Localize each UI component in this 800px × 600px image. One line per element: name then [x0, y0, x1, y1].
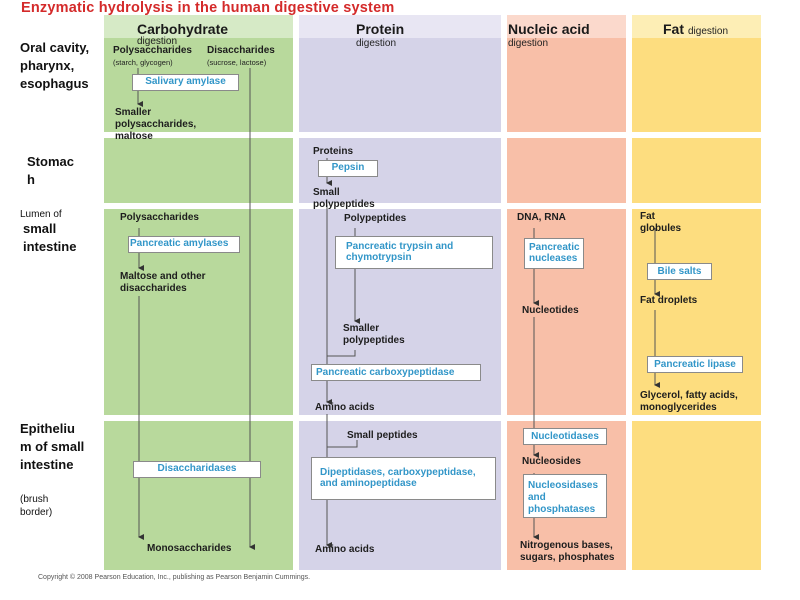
- enzyme-pancreatic-carboxypeptidase: Pancreatic carboxypeptidase: [311, 364, 481, 381]
- header-protein: [299, 15, 501, 38]
- cell-nucleic-stomach: [507, 138, 626, 203]
- label-small-polypeptides: Small polypeptides: [313, 187, 375, 210]
- enzyme-salivary-amylase: Salivary amylase: [132, 74, 239, 91]
- cell-protein-oral: [299, 38, 501, 132]
- label-fat-globules: Fat globules: [640, 211, 682, 234]
- enzyme-pancreatic-lipase: Pancreatic lipase: [647, 356, 743, 373]
- label-amino-acids-lumen: Amino acids: [315, 402, 375, 413]
- enzyme-pepsin: Pepsin: [318, 160, 378, 177]
- row-label-stomach: Stomac h: [27, 154, 74, 187]
- enzyme-dipeptidases: Dipeptidases, carboxypeptidase, and amin…: [311, 457, 496, 500]
- row-label-epithelium-small: (brush border): [20, 494, 53, 518]
- label-nucleosides: Nucleosides: [522, 456, 581, 467]
- enzyme-nucleosidases: Nucleosidases and phosphatases: [523, 474, 607, 518]
- label-fat-droplets: Fat droplets: [640, 295, 698, 306]
- enzyme-pancreatic-nucleases: Pancreatic nucleases: [524, 238, 584, 269]
- enzyme-bile-salts: Bile salts: [647, 263, 712, 280]
- enzyme-trypsin-chymotrypsin: Pancreatic trypsin and chymotrypsin: [335, 236, 493, 269]
- cell-carb-epithelium: [104, 421, 293, 570]
- label-polysaccharides: Polysaccharides: [113, 45, 192, 56]
- column-sub-nucleic: digestion: [508, 38, 549, 49]
- label-small-peptides: Small peptides: [347, 430, 418, 441]
- column-name-nucleic: Nucleic acid: [508, 21, 590, 37]
- header-nucleic: [507, 15, 626, 38]
- cell-fat-oral: [632, 38, 761, 132]
- header-carbohydrate: [104, 15, 293, 38]
- column-sub-fat: digestion: [688, 26, 729, 37]
- column-name-fat: Fat: [663, 21, 684, 37]
- column-name-protein: Protein: [356, 21, 405, 37]
- row-label-epithelium: Epitheliu m of small intestine: [20, 421, 85, 472]
- label-maltose-other: Maltose and other disaccharides: [120, 271, 206, 294]
- label-lumen-polysaccharides: Polysaccharides: [120, 212, 199, 223]
- header-fat: [632, 15, 761, 38]
- label-nucleotides: Nucleotides: [522, 305, 579, 316]
- column-name-carbohydrate: Carbohydrate: [137, 21, 229, 37]
- copyright-notice: Copyright © 2008 Pearson Education, Inc.…: [38, 574, 311, 581]
- enzyme-disaccharidases: Disaccharidases: [133, 461, 261, 478]
- label-amino-acids-epithelium: Amino acids: [315, 544, 375, 555]
- label-proteins: Proteins: [313, 146, 354, 157]
- cell-fat-epithelium: [632, 421, 761, 570]
- column-sub-protein: digestion: [356, 38, 397, 49]
- row-label-oral: Oral cavity, pharynx, esophagus: [20, 40, 90, 91]
- label-fat-products: Glycerol, fatty acids, monoglycerides: [640, 390, 738, 413]
- cell-fat-lumen: [632, 209, 761, 415]
- label-disaccharides-note: (sucrose, lactose): [207, 58, 267, 67]
- label-monosaccharides: Monosaccharides: [147, 543, 232, 554]
- column-sub-carbohydrate: digestion: [137, 36, 178, 47]
- label-nucleic-products: Nitrogenous bases, sugars, phosphates: [520, 540, 615, 563]
- row-label-lumen: small intestine: [23, 221, 77, 254]
- cell-nucleic-oral: [507, 38, 626, 132]
- label-smaller-polysaccharides: Smaller polysaccharides, maltose: [115, 107, 197, 142]
- cell-fat-stomach: [632, 138, 761, 203]
- enzyme-pancreatic-amylases: Pancreatic amylases: [128, 236, 240, 253]
- enzyme-nucleotidases: Nucleotidases: [523, 428, 607, 445]
- label-dna-rna: DNA, RNA: [517, 212, 566, 223]
- diagram-title: Enzymatic hydrolysis in the human digest…: [21, 0, 395, 16]
- label-disaccharides: Disaccharides: [207, 45, 275, 56]
- label-smaller-polypeptides: Smaller polypeptides: [343, 323, 405, 346]
- label-polysaccharides-note: (starch, glycogen): [113, 58, 173, 67]
- label-polypeptides: Polypeptides: [344, 213, 407, 224]
- cell-carb-stomach: [104, 138, 293, 203]
- row-label-lumen-small: Lumen of: [20, 209, 62, 220]
